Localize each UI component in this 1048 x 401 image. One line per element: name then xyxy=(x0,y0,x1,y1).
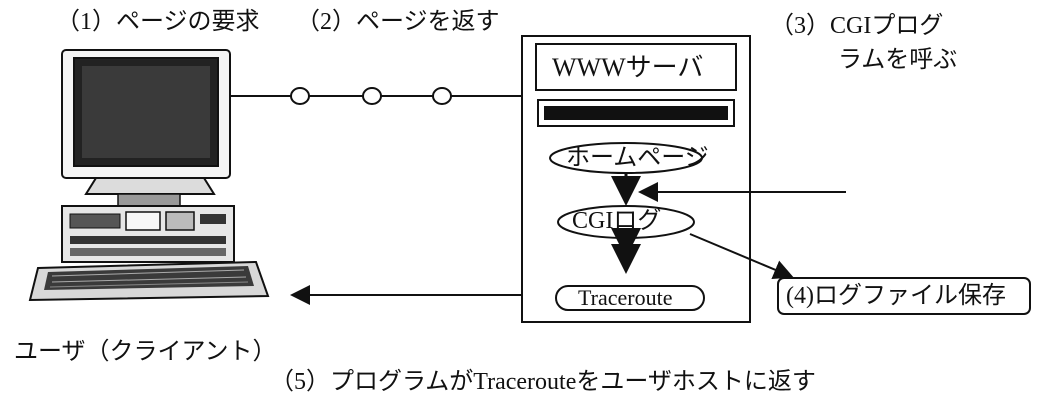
step3-label-line2: ラムを呼ぶ xyxy=(838,47,958,73)
homepage-ellipse xyxy=(549,142,703,174)
step5-label: （5）プログラムがTracerouteをユーザホストに返す xyxy=(270,369,816,395)
network-connection xyxy=(230,87,522,105)
cgi-to-logfile-arrow xyxy=(689,233,794,280)
step1-label: （1）ページの要求 xyxy=(56,9,260,35)
traceroute-box xyxy=(555,285,705,311)
server-title: WWWサーバ xyxy=(552,53,704,82)
step3-label-line1: （3）CGIプログ xyxy=(770,13,944,39)
logfile-label: (4)ログファイル保存 xyxy=(786,283,1006,309)
step2-label: （2）ページを返す xyxy=(296,9,500,35)
computer-icon xyxy=(28,49,270,302)
cgi-log-label: CGIログ xyxy=(572,208,662,234)
homepage-label: ホームページ xyxy=(566,145,709,171)
user-caption: ユーザ（クライアント） xyxy=(14,339,277,365)
traceroute-label: Traceroute xyxy=(578,285,673,310)
logfile-box xyxy=(777,277,1031,315)
